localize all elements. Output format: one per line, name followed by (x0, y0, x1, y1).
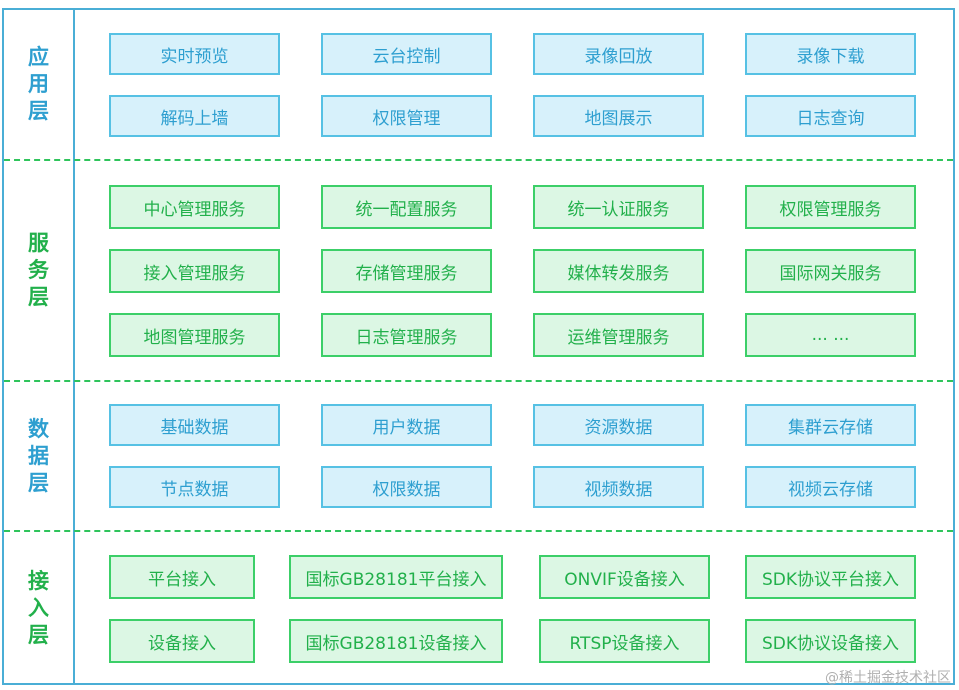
access-module-box: 国标GB28181设备接入 (289, 619, 503, 663)
access-module-box: 国标GB28181平台接入 (289, 555, 503, 599)
layer-divider-service-data (4, 380, 953, 382)
label-column-divider (73, 8, 75, 685)
data-module-box: 集群云存储 (745, 404, 916, 446)
service-module-box: 统一配置服务 (321, 185, 492, 229)
service-module-box: 存储管理服务 (321, 249, 492, 293)
app-module-box: 日志查询 (745, 95, 916, 137)
data-layer-title: 数据层 (28, 416, 49, 495)
app-module-box: 云台控制 (321, 33, 492, 75)
access-module-box: SDK协议设备接入 (745, 619, 916, 663)
service-module-box: ... ... (745, 313, 916, 357)
service-layer-title: 服务层 (28, 231, 49, 309)
data-module-box: 基础数据 (109, 404, 280, 446)
service-module-box: 国际网关服务 (745, 249, 916, 293)
data-module-box: 资源数据 (533, 404, 704, 446)
watermark: @稀土掘金技术社区 (825, 670, 951, 686)
data-module-box: 权限数据 (321, 466, 492, 508)
service-module-box: 地图管理服务 (109, 313, 280, 357)
access-module-box: 设备接入 (109, 619, 255, 663)
access-module-box: ONVIF设备接入 (539, 555, 710, 599)
access-module-box: SDK协议平台接入 (745, 555, 916, 599)
data-layer-label: 数据层 (4, 382, 73, 530)
architecture-frame (2, 8, 955, 685)
data-module-box: 视频数据 (533, 466, 704, 508)
service-module-box: 日志管理服务 (321, 313, 492, 357)
access-module-box: 平台接入 (109, 555, 255, 599)
service-module-box: 运维管理服务 (533, 313, 704, 357)
data-module-box: 视频云存储 (745, 466, 916, 508)
access-layer-title: 接入层 (28, 568, 49, 647)
data-module-box: 用户数据 (321, 404, 492, 446)
app-module-box: 实时预览 (109, 33, 280, 75)
service-module-box: 中心管理服务 (109, 185, 280, 229)
app-module-box: 解码上墙 (109, 95, 280, 137)
application-layer-title: 应用层 (28, 45, 49, 123)
data-module-box: 节点数据 (109, 466, 280, 508)
layer-divider-application-service (4, 159, 953, 161)
access-layer-label: 接入层 (4, 532, 73, 684)
service-module-box: 媒体转发服务 (533, 249, 704, 293)
service-module-box: 统一认证服务 (533, 185, 704, 229)
app-module-box: 地图展示 (533, 95, 704, 137)
service-module-box: 权限管理服务 (745, 185, 916, 229)
layer-divider-data-access (4, 530, 953, 532)
access-module-box: RTSP设备接入 (539, 619, 710, 663)
application-layer-label: 应用层 (4, 10, 73, 159)
service-module-box: 接入管理服务 (109, 249, 280, 293)
service-layer-label: 服务层 (4, 161, 73, 380)
app-module-box: 录像下载 (745, 33, 916, 75)
app-module-box: 录像回放 (533, 33, 704, 75)
app-module-box: 权限管理 (321, 95, 492, 137)
